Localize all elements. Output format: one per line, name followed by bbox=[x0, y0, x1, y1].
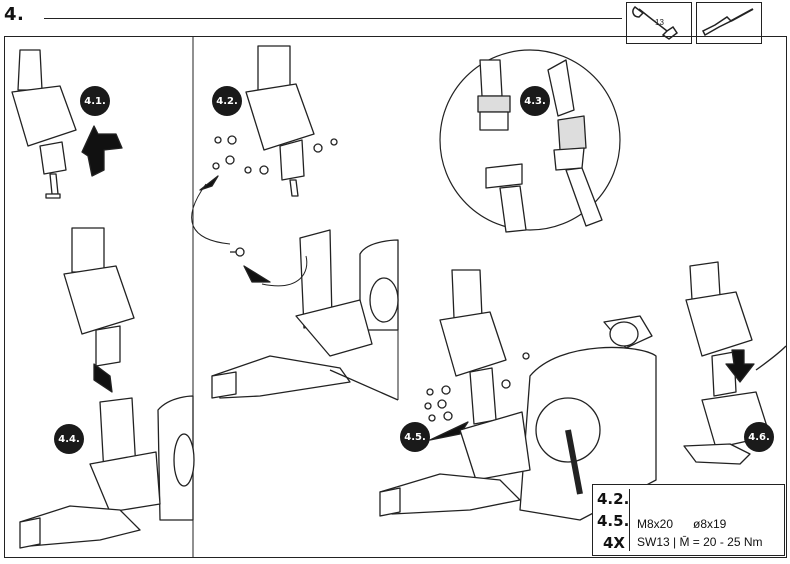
legend-divider bbox=[629, 489, 630, 551]
callout-4-2: 4.2. bbox=[212, 86, 242, 116]
step-4-4-assembly bbox=[19, 227, 195, 549]
step-4-5-assembly bbox=[379, 269, 657, 521]
washer-spec: ø8x19 bbox=[693, 517, 727, 531]
tool-wrench-box: 13 bbox=[626, 2, 692, 44]
screwdriver-icon bbox=[701, 8, 754, 37]
callout-4-6: 4.6. bbox=[744, 422, 774, 452]
step-title: 4. bbox=[4, 4, 25, 25]
callout-4-5: 4.5. bbox=[400, 422, 430, 452]
tool-screwdriver-box bbox=[696, 2, 762, 44]
step-4-6-detail bbox=[683, 261, 787, 465]
wrench-icon: 13 bbox=[632, 6, 679, 40]
legend-step-a: 4.2. bbox=[597, 490, 630, 508]
step-4-2-seat-post bbox=[191, 45, 338, 245]
callout-4-4: 4.4. bbox=[54, 424, 84, 454]
step-4-3-connector-detail bbox=[439, 49, 621, 233]
hardware-legend: 4.2. 4.5. 4X M8x20 ø8x19 SW13 | M̄ = 20 … bbox=[592, 484, 785, 556]
torque-spec: SW13 | M̄ = 20 - 25 Nm bbox=[637, 535, 763, 549]
step-4-1-seat-post bbox=[11, 49, 123, 199]
bolt-spec: M8x20 bbox=[637, 517, 674, 531]
callout-4-3: 4.3. bbox=[520, 86, 550, 116]
callout-4-1: 4.1. bbox=[80, 86, 110, 116]
wrench-size-label: 13 bbox=[655, 18, 664, 27]
legend-step-b: 4.5. bbox=[597, 512, 630, 530]
step-4-2-frame bbox=[211, 229, 399, 401]
header-rule bbox=[44, 18, 622, 19]
legend-quantity: 4X bbox=[602, 534, 625, 552]
diagram-frame bbox=[4, 36, 787, 558]
legend-steps: 4.2. 4.5. 4X bbox=[597, 488, 630, 554]
